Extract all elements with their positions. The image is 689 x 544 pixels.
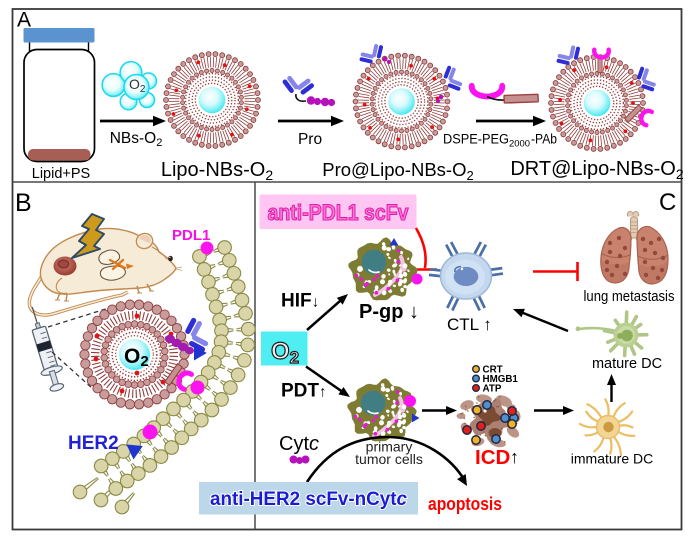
svg-text:tumor cells: tumor cells (355, 451, 423, 467)
svg-text:lung metastasis: lung metastasis (584, 289, 675, 305)
svg-text:P-gp ↓: P-gp ↓ (359, 301, 419, 323)
svg-text:-PAb: -PAb (531, 132, 557, 147)
svg-text:CTL ↑: CTL ↑ (447, 315, 492, 334)
svg-text:anti-HER2 scFv-nCytc: anti-HER2 scFv-nCytc (210, 489, 407, 510)
svg-text:DRT@Lipo-NBs-O2: DRT@Lipo-NBs-O2 (510, 158, 684, 182)
svg-text:Cytc: Cytc (279, 433, 319, 455)
svg-text:Pro: Pro (298, 131, 322, 148)
svg-text:DSPE-PEG: DSPE-PEG (443, 132, 509, 147)
svg-text:PDT↑: PDT↑ (281, 381, 327, 402)
svg-text:PDL1: PDL1 (172, 227, 210, 244)
svg-text:anti-PDL1 scFv: anti-PDL1 scFv (268, 200, 410, 225)
svg-text:B: B (15, 189, 32, 217)
svg-text:NBs-O2: NBs-O2 (110, 130, 163, 149)
svg-text:2000: 2000 (509, 139, 530, 150)
svg-text:Lipo-NBs-O2: Lipo-NBs-O2 (161, 159, 273, 183)
svg-text:HER2: HER2 (68, 433, 119, 454)
svg-text:Lipid+PS: Lipid+PS (32, 166, 90, 182)
svg-text:C: C (659, 189, 676, 216)
svg-text:HIF↓: HIF↓ (281, 291, 319, 312)
svg-text:ICD: ICD (475, 446, 510, 469)
svg-text:apoptosis: apoptosis (428, 494, 502, 514)
svg-text:mature DC: mature DC (592, 356, 662, 372)
svg-text:Pro@Lipo-NBs-O2: Pro@Lipo-NBs-O2 (322, 159, 473, 183)
svg-text:immature DC: immature DC (571, 451, 653, 467)
svg-text:↑: ↑ (510, 447, 519, 467)
svg-text:ATP: ATP (483, 384, 502, 395)
